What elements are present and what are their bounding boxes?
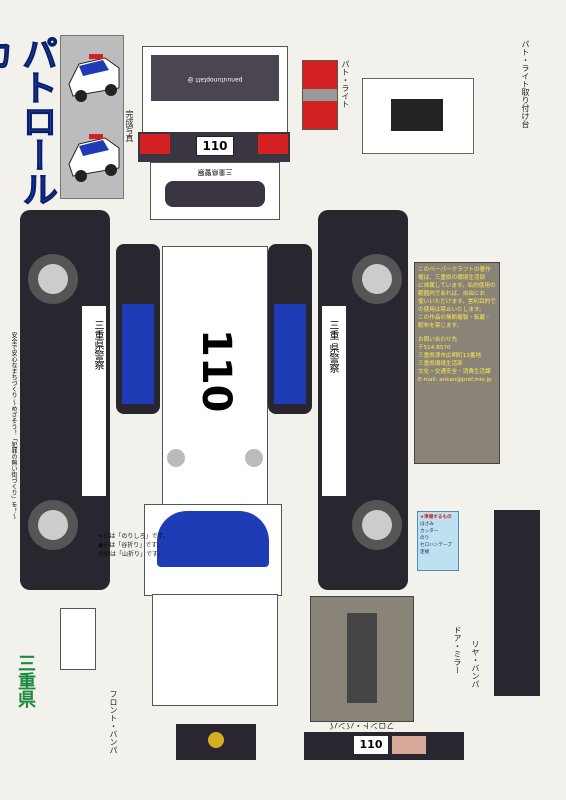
light-mount-label: パト・ライト取り付け台: [521, 40, 530, 128]
trunk-text: 三重県警察: [197, 168, 233, 176]
side-window-right: [274, 304, 306, 404]
front-grille: [176, 724, 256, 760]
finished-photo: [60, 35, 124, 199]
side-window-left: [122, 304, 154, 404]
front-plate: 110: [354, 736, 388, 754]
legend-item: はさみ: [420, 522, 434, 527]
small-part: [60, 608, 96, 670]
door-text-right: 三重 県警察: [327, 320, 338, 374]
roof-panel: panuutunoptatt @: [142, 46, 288, 134]
note-line: この作品の無断複製・転載・配布を禁じます。: [418, 315, 491, 329]
underside-center: [347, 613, 377, 703]
note-line: 三重県環境生活部: [418, 361, 463, 367]
note-line: 文化・交通安全・消費生活課: [418, 369, 491, 375]
patrol-light-part: [302, 60, 338, 130]
photo-caption: 完成写真: [125, 110, 134, 142]
prep-legend: ★準備するもの はさみ カッター のり セロハンテープ 定規: [417, 511, 459, 571]
hubcap-rear-left: [38, 510, 68, 540]
front-bumper-label: フロント・バンパ: [109, 690, 118, 754]
body-side-left: [20, 210, 110, 590]
note-line: 使いいただけます。営利目的での使用は禁止いたします。: [418, 299, 496, 313]
door-panel-right: [322, 306, 346, 496]
front-strip-tag: [392, 736, 426, 754]
note-line: に帰属しています。私的使用の範囲内であれば、自由にお: [418, 283, 496, 297]
rear-bumper-label: リヤ・バンパ: [471, 640, 480, 688]
legend-item: カッター: [420, 529, 439, 534]
rear-plate: 110: [196, 136, 234, 156]
body-side-right: [318, 210, 408, 590]
wheel-rear-right: [352, 500, 402, 550]
logo-text: 三重県: [15, 654, 36, 708]
roof-text: panuutunoptatt @: [187, 76, 243, 83]
fold-legend-line: 赤線は「山折り」です。: [98, 551, 164, 558]
patrol-light-center: [303, 89, 337, 101]
note-line: このペーパークラフトの著作権は、三重県の環境生活部: [418, 267, 491, 281]
note-line: 三重県津市広明町13番地: [418, 353, 482, 359]
hubcap-front-right: [362, 264, 392, 294]
door-panel-left: [82, 306, 106, 496]
wheel-front-left: [28, 254, 78, 304]
mirror-label: ドア・ミラー: [453, 626, 462, 674]
windshield-panel: [144, 504, 282, 596]
page-title: パトロールカー: [0, 35, 58, 206]
note-line: お問い合わせ先: [418, 337, 458, 343]
slogan-text: 安全で安心なまちづくり ～めざそう！「犯罪の無い街づくり」を！～: [10, 332, 17, 520]
note-line: 〒514-8570: [418, 345, 451, 351]
headlight-right: [245, 449, 263, 467]
trunk-panel: 三重県警察: [150, 162, 280, 220]
hubcap-rear-right: [362, 510, 392, 540]
legend-item: セロハンテープ: [420, 543, 452, 548]
fold-legend-line: ●印は「谷折り」です。: [98, 542, 163, 549]
roof-number: 110: [193, 329, 239, 413]
tail-light-left: [140, 134, 170, 154]
roof-top: [151, 55, 279, 101]
logo: 三重県: [12, 654, 38, 708]
rear-bumper-part: [494, 510, 540, 696]
note-line: E-mail: ankan@pref.mie.jp: [418, 377, 492, 383]
light-mount-part: [362, 78, 474, 154]
front-bumper-strip: 110: [304, 732, 464, 760]
windshield-glass: [157, 511, 269, 567]
fold-legend-line: ★印は「のりしろ」です。: [98, 533, 169, 540]
light-mount-base: [391, 99, 443, 131]
fold-legend: ★印は「のりしろ」です。 ●印は「谷折り」です。 赤線は「山折り」です。: [98, 532, 169, 559]
headlight-left: [167, 449, 185, 467]
hood-panel: 110: [162, 246, 268, 508]
wheel-front-right: [352, 254, 402, 304]
rear-panel: 110: [138, 132, 290, 162]
door-text-left: 三重県警察: [92, 320, 103, 370]
tail-light-right: [258, 134, 288, 154]
patrol-light-label: パト・ライト: [341, 60, 350, 108]
legend-item: のり: [420, 536, 430, 541]
side-glass-left: [116, 244, 160, 414]
side-glass-right: [268, 244, 312, 414]
front-bumper-panel: [152, 594, 278, 706]
hubcap-front-left: [38, 264, 68, 294]
copyright-note: このペーパークラフトの著作権は、三重県の環境生活部 に帰属しています。私的使用の…: [414, 262, 500, 464]
rear-window: [165, 181, 265, 207]
legend-title: ★準備するもの: [420, 515, 452, 520]
wheel-rear-left: [28, 500, 78, 550]
legend-item: 定規: [420, 550, 430, 555]
finished-photo-image: [61, 36, 123, 198]
front-bumper-label-2: フロント・バンパ: [330, 721, 395, 730]
police-emblem-icon: [208, 732, 224, 748]
underside-part: [310, 596, 414, 722]
